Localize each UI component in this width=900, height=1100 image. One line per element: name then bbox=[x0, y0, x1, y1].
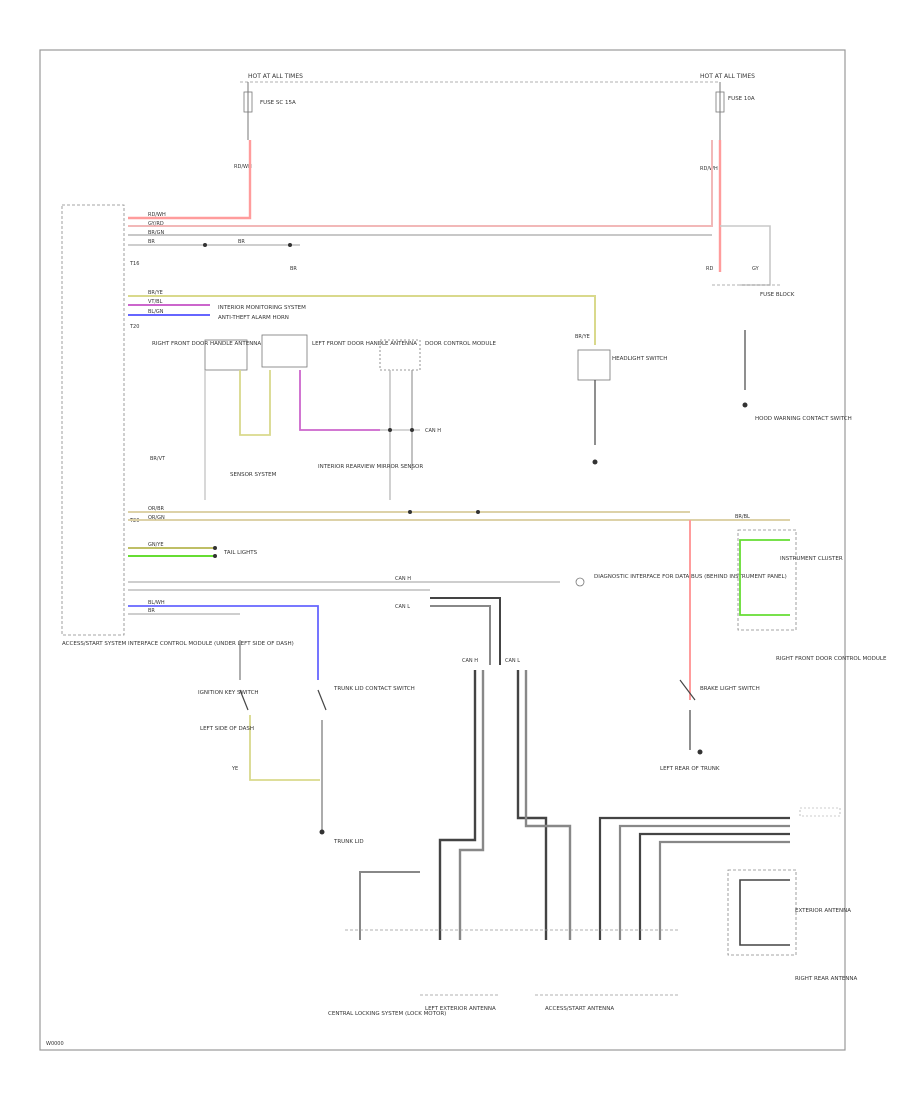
gnd-left-trunk: LEFT REAR OF TRUNK bbox=[660, 766, 720, 772]
ignition-label: IGNITION KEY SWITCH bbox=[198, 690, 259, 696]
can-h-label: CAN H bbox=[395, 576, 411, 582]
door-control-label: DOOR CONTROL MODULE bbox=[425, 341, 496, 347]
w-br3: BR bbox=[290, 266, 297, 272]
grey-wires-top: RD/WH GY/RD BR/GN BR BR BR bbox=[128, 212, 712, 272]
w-brye: BR/YE bbox=[148, 290, 163, 296]
w-blgn: BL/GN bbox=[148, 309, 164, 315]
signal-wires-mid: BR/YE VT/BL BL/GN INTERIOR MONITORING SY… bbox=[128, 290, 596, 345]
w-rd-r: RD bbox=[706, 266, 713, 272]
tail-lights: TAIL LIGHTS GN/YE bbox=[128, 542, 258, 558]
interior-monitoring-label: INTERIOR MONITORING SYSTEM bbox=[218, 305, 306, 311]
w-gy-r: GY bbox=[752, 266, 760, 272]
w-orgn: OR/GN bbox=[148, 515, 165, 521]
hot-label-right: HOT AT ALL TIMES bbox=[700, 73, 755, 80]
headlight-label: HEADLIGHT SWITCH bbox=[612, 356, 667, 362]
pin-t20a: T20 bbox=[129, 324, 139, 330]
wire-label-red-left: RD/WH bbox=[234, 164, 252, 170]
antenna-block: EXTERIOR ANTENNA RIGHT REAR ANTENNA bbox=[727, 869, 858, 982]
can-bus: CAN H CAN L DIAGNOSTIC INTERFACE FOR DAT… bbox=[128, 574, 787, 665]
w-br2: BR bbox=[238, 239, 245, 245]
interior-rear-label: INTERIOR REARVIEW MIRROR SENSOR bbox=[318, 464, 423, 470]
hood-switch: HOOD WARNING CONTACT SWITCH bbox=[742, 330, 852, 422]
front-left-label: LEFT FRONT DOOR HANDLE ANTENNA bbox=[312, 341, 417, 347]
w-orbr: OR/BR bbox=[148, 506, 165, 512]
w-brvt: BR/VT bbox=[150, 456, 166, 462]
pin-t16: T16 bbox=[129, 261, 139, 267]
bottom-harness: CAN H CAN L bbox=[345, 658, 841, 996]
wire-label-red-right: RD/WH bbox=[700, 166, 718, 172]
fuse-right: HOT AT ALL TIMES FUSE 10A RD/WH bbox=[700, 73, 755, 172]
w-br: BR bbox=[148, 239, 155, 245]
cluster-label: INSTRUMENT CLUSTER bbox=[780, 556, 843, 562]
rf-door-label: RIGHT FRONT DOOR CONTROL MODULE bbox=[776, 656, 887, 662]
rr-antenna-label: RIGHT REAR ANTENNA bbox=[795, 976, 858, 982]
can-h-mid: CAN H bbox=[425, 428, 441, 434]
w-gyrd: GY/RD bbox=[148, 221, 164, 227]
access-start-module: T16 T20 T20 ACCESS/START SYSTEM INTERFAC… bbox=[61, 204, 294, 647]
ignition-trunk-switches: IGNITION KEY SWITCH TRUNK LID CONTACT SW… bbox=[198, 640, 415, 845]
fuse-left: HOT AT ALL TIMES FUSE SC 15A RD/WH bbox=[234, 73, 303, 170]
w-vtbl: VT/BL bbox=[148, 299, 163, 305]
central-lock-bottom: CENTRAL LOCKING SYSTEM (LOCK MOTOR) bbox=[328, 1011, 446, 1017]
can-h-bot: CAN H bbox=[462, 658, 478, 664]
w-br4: BR bbox=[148, 608, 155, 614]
w-hl: BR/YE bbox=[575, 334, 590, 340]
headlight-switch: HEADLIGHT SWITCH BR/YE bbox=[575, 334, 667, 465]
w-brbl: BR/BL bbox=[735, 514, 750, 520]
w-gnye: GN/YE bbox=[148, 542, 164, 548]
horn-label: ANTI-THEFT ALARM HORN bbox=[218, 315, 289, 321]
page-code: W0000 bbox=[46, 1041, 64, 1047]
red-wires bbox=[128, 140, 771, 286]
w-rd: RD/WH bbox=[148, 212, 166, 218]
gnd-trunk: TRUNK LID bbox=[333, 839, 364, 845]
switch-wires: BL/WH BR bbox=[128, 600, 319, 680]
ext-antenna-label: EXTERIOR ANTENNA bbox=[795, 908, 851, 914]
w-ye: YE bbox=[231, 766, 238, 772]
main-bus: OR/BR OR/GN BR/BL bbox=[128, 506, 790, 521]
fuse-block-label: FUSE BLOCK bbox=[760, 292, 795, 298]
brake-label: BRAKE LIGHT SWITCH bbox=[700, 686, 760, 692]
sensor-boxes: RIGHT FRONT DOOR HANDLE ANTENNA LEFT FRO… bbox=[150, 334, 496, 500]
w-blwh: BL/WH bbox=[148, 600, 165, 606]
can-l-bot: CAN L bbox=[505, 658, 520, 664]
can-l-label: CAN L bbox=[395, 604, 410, 610]
module-label: ACCESS/START SYSTEM INTERFACE CONTROL MO… bbox=[62, 641, 294, 647]
gnd-left-dash: LEFT SIDE OF DASH bbox=[200, 726, 254, 732]
access-start-bottom: ACCESS/START ANTENNA bbox=[545, 1006, 614, 1012]
left-antenna-bottom: LEFT EXTERIOR ANTENNA bbox=[425, 1006, 496, 1012]
w-brgn: BR/GN bbox=[148, 230, 164, 236]
hood-label: HOOD WARNING CONTACT SWITCH bbox=[755, 416, 852, 422]
sensor-system-label: SENSOR SYSTEM bbox=[230, 472, 277, 478]
hot-label-left: HOT AT ALL TIMES bbox=[248, 73, 303, 80]
trunk-switch-label: TRUNK LID CONTACT SWITCH bbox=[333, 686, 415, 692]
instrument-cluster: INSTRUMENT CLUSTER RIGHT FRONT DOOR CONT… bbox=[660, 520, 887, 772]
bottom-labels: CENTRAL LOCKING SYSTEM (LOCK MOTOR) LEFT… bbox=[328, 1006, 614, 1017]
page-frame bbox=[39, 49, 846, 1051]
fuse-label-right: FUSE 10A bbox=[728, 96, 755, 102]
tail-lights-label: TAIL LIGHTS bbox=[223, 550, 258, 556]
front-right-label: RIGHT FRONT DOOR HANDLE ANTENNA bbox=[152, 341, 261, 347]
fuse-block-right: RD GY FUSE BLOCK bbox=[706, 266, 795, 298]
fuse-label-left: FUSE SC 15A bbox=[260, 100, 296, 106]
